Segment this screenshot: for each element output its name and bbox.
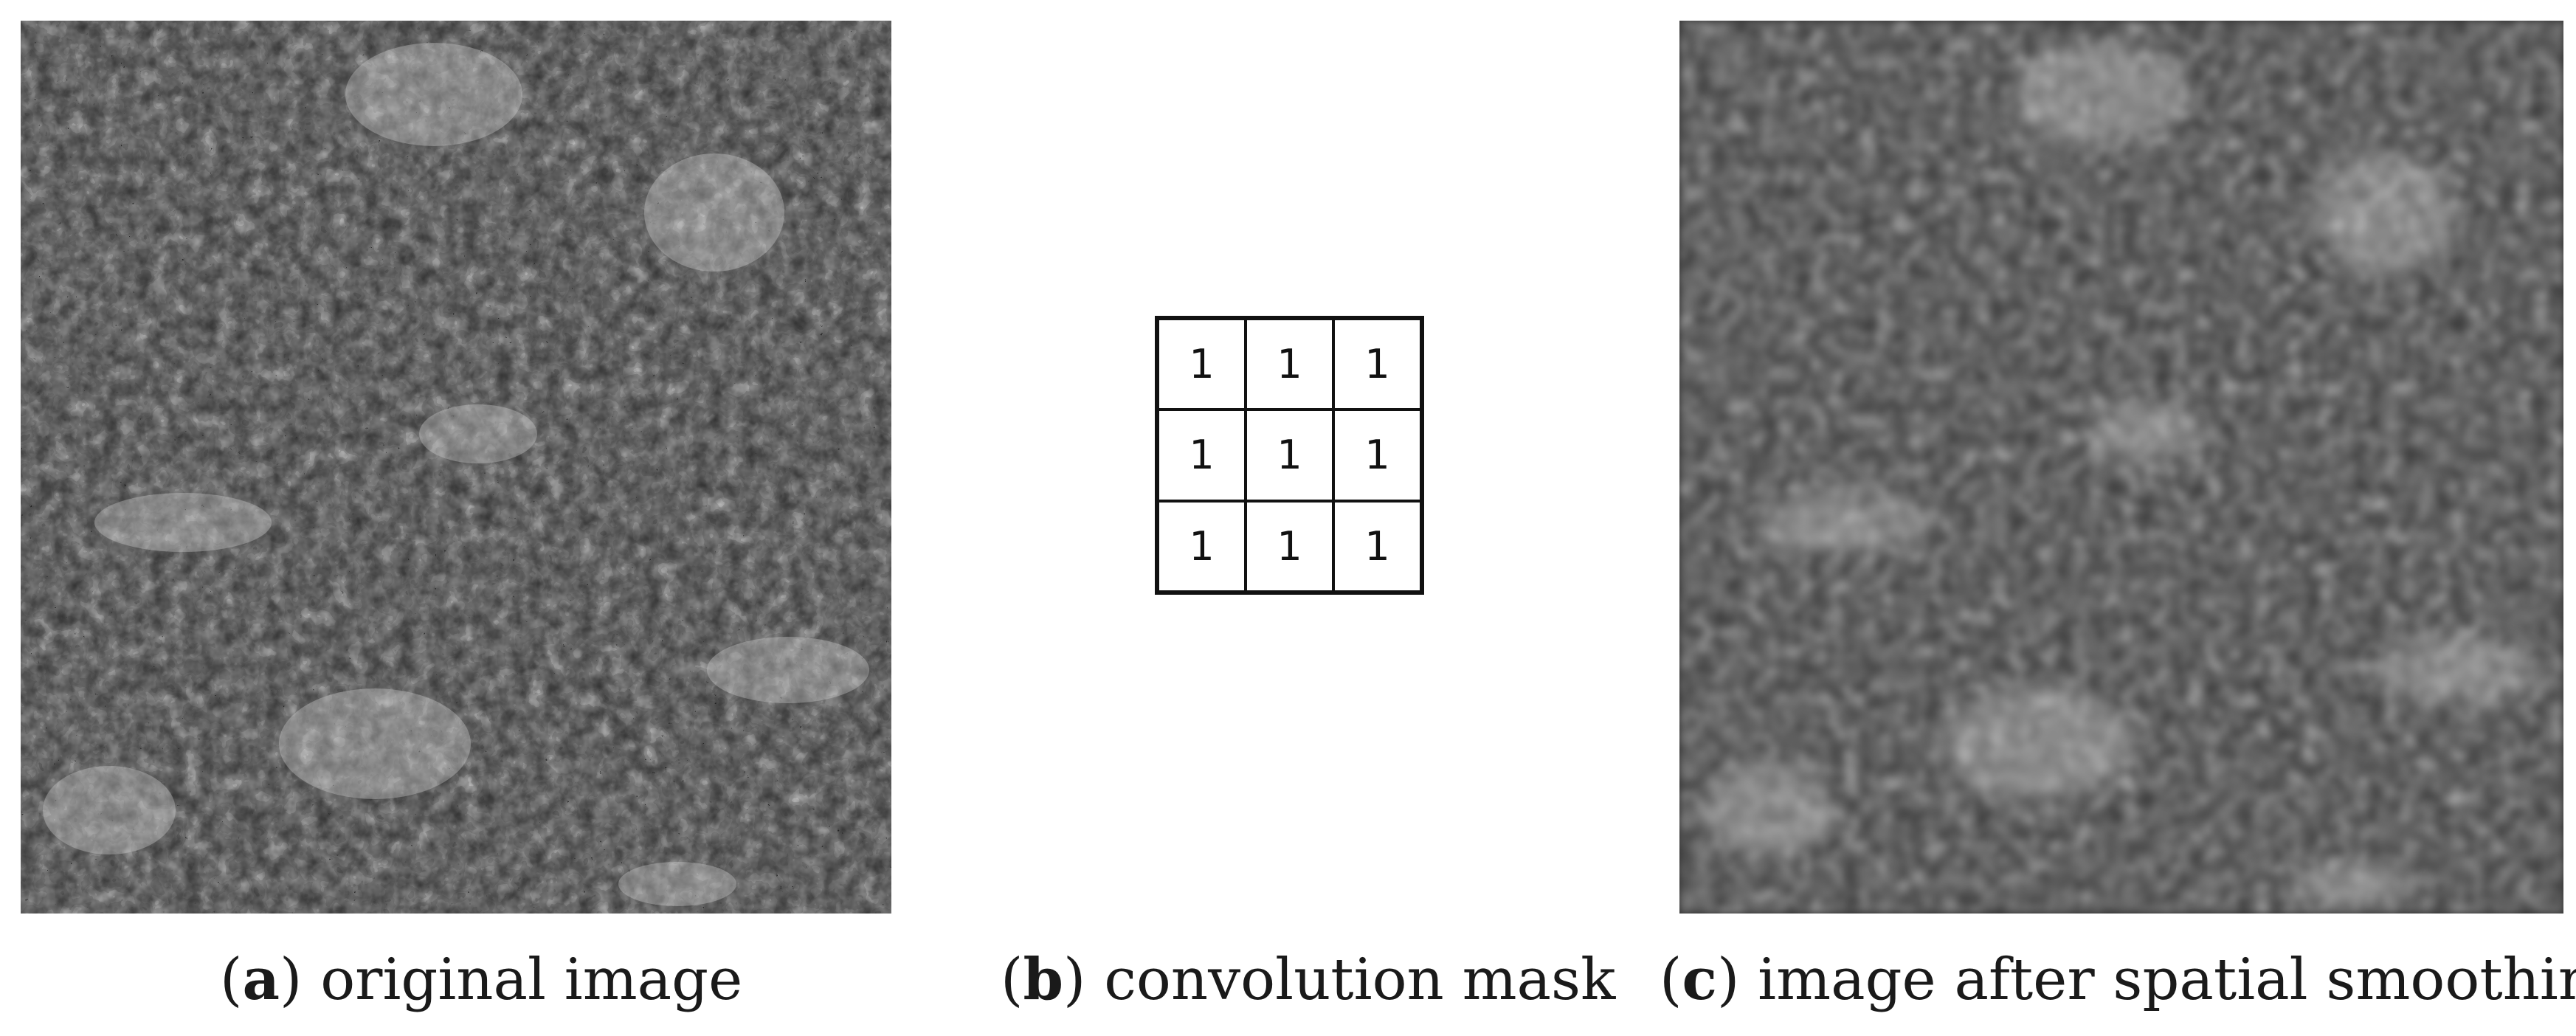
caption-original-image: (a) original image xyxy=(220,946,743,1014)
caption-paren-close: ) xyxy=(279,947,303,1013)
mask-cell: 1 xyxy=(1246,410,1333,501)
caption-paren-open: ( xyxy=(1660,947,1682,1013)
mask-cell: 1 xyxy=(1158,500,1246,592)
mask-cell: 1 xyxy=(1246,319,1333,410)
caption-label-c: c xyxy=(1682,946,1717,1013)
caption-label-b: b xyxy=(1023,946,1063,1013)
smoothed-image xyxy=(1679,21,2563,914)
mask-cell: 1 xyxy=(1246,500,1333,592)
caption-convolution-mask: (b) convolution mask xyxy=(1001,946,1616,1014)
original-image-texture xyxy=(21,21,891,914)
convolution-mask: 1 1 1 1 1 1 1 1 1 xyxy=(1155,316,1424,595)
mask-cell: 1 xyxy=(1333,319,1421,410)
caption-paren-open: ( xyxy=(220,947,243,1013)
original-image xyxy=(21,21,891,914)
smoothed-image-texture xyxy=(1679,21,2563,914)
caption-paren-close: ) xyxy=(1063,947,1086,1013)
mask-cell: 1 xyxy=(1333,500,1421,592)
caption-paren-close: ) xyxy=(1716,947,1740,1013)
mask-cell: 1 xyxy=(1158,410,1246,501)
mask-cell: 1 xyxy=(1333,410,1421,501)
caption-text: convolution mask xyxy=(1085,947,1616,1013)
caption-smoothed-image: (c) image after spatial smoothing xyxy=(1660,946,2576,1014)
caption-label-a: a xyxy=(242,946,280,1013)
mask-cell: 1 xyxy=(1158,319,1246,410)
caption-paren-open: ( xyxy=(1001,947,1023,1013)
caption-text: image after spatial smoothing xyxy=(1739,947,2576,1013)
caption-text: original image xyxy=(302,947,743,1013)
